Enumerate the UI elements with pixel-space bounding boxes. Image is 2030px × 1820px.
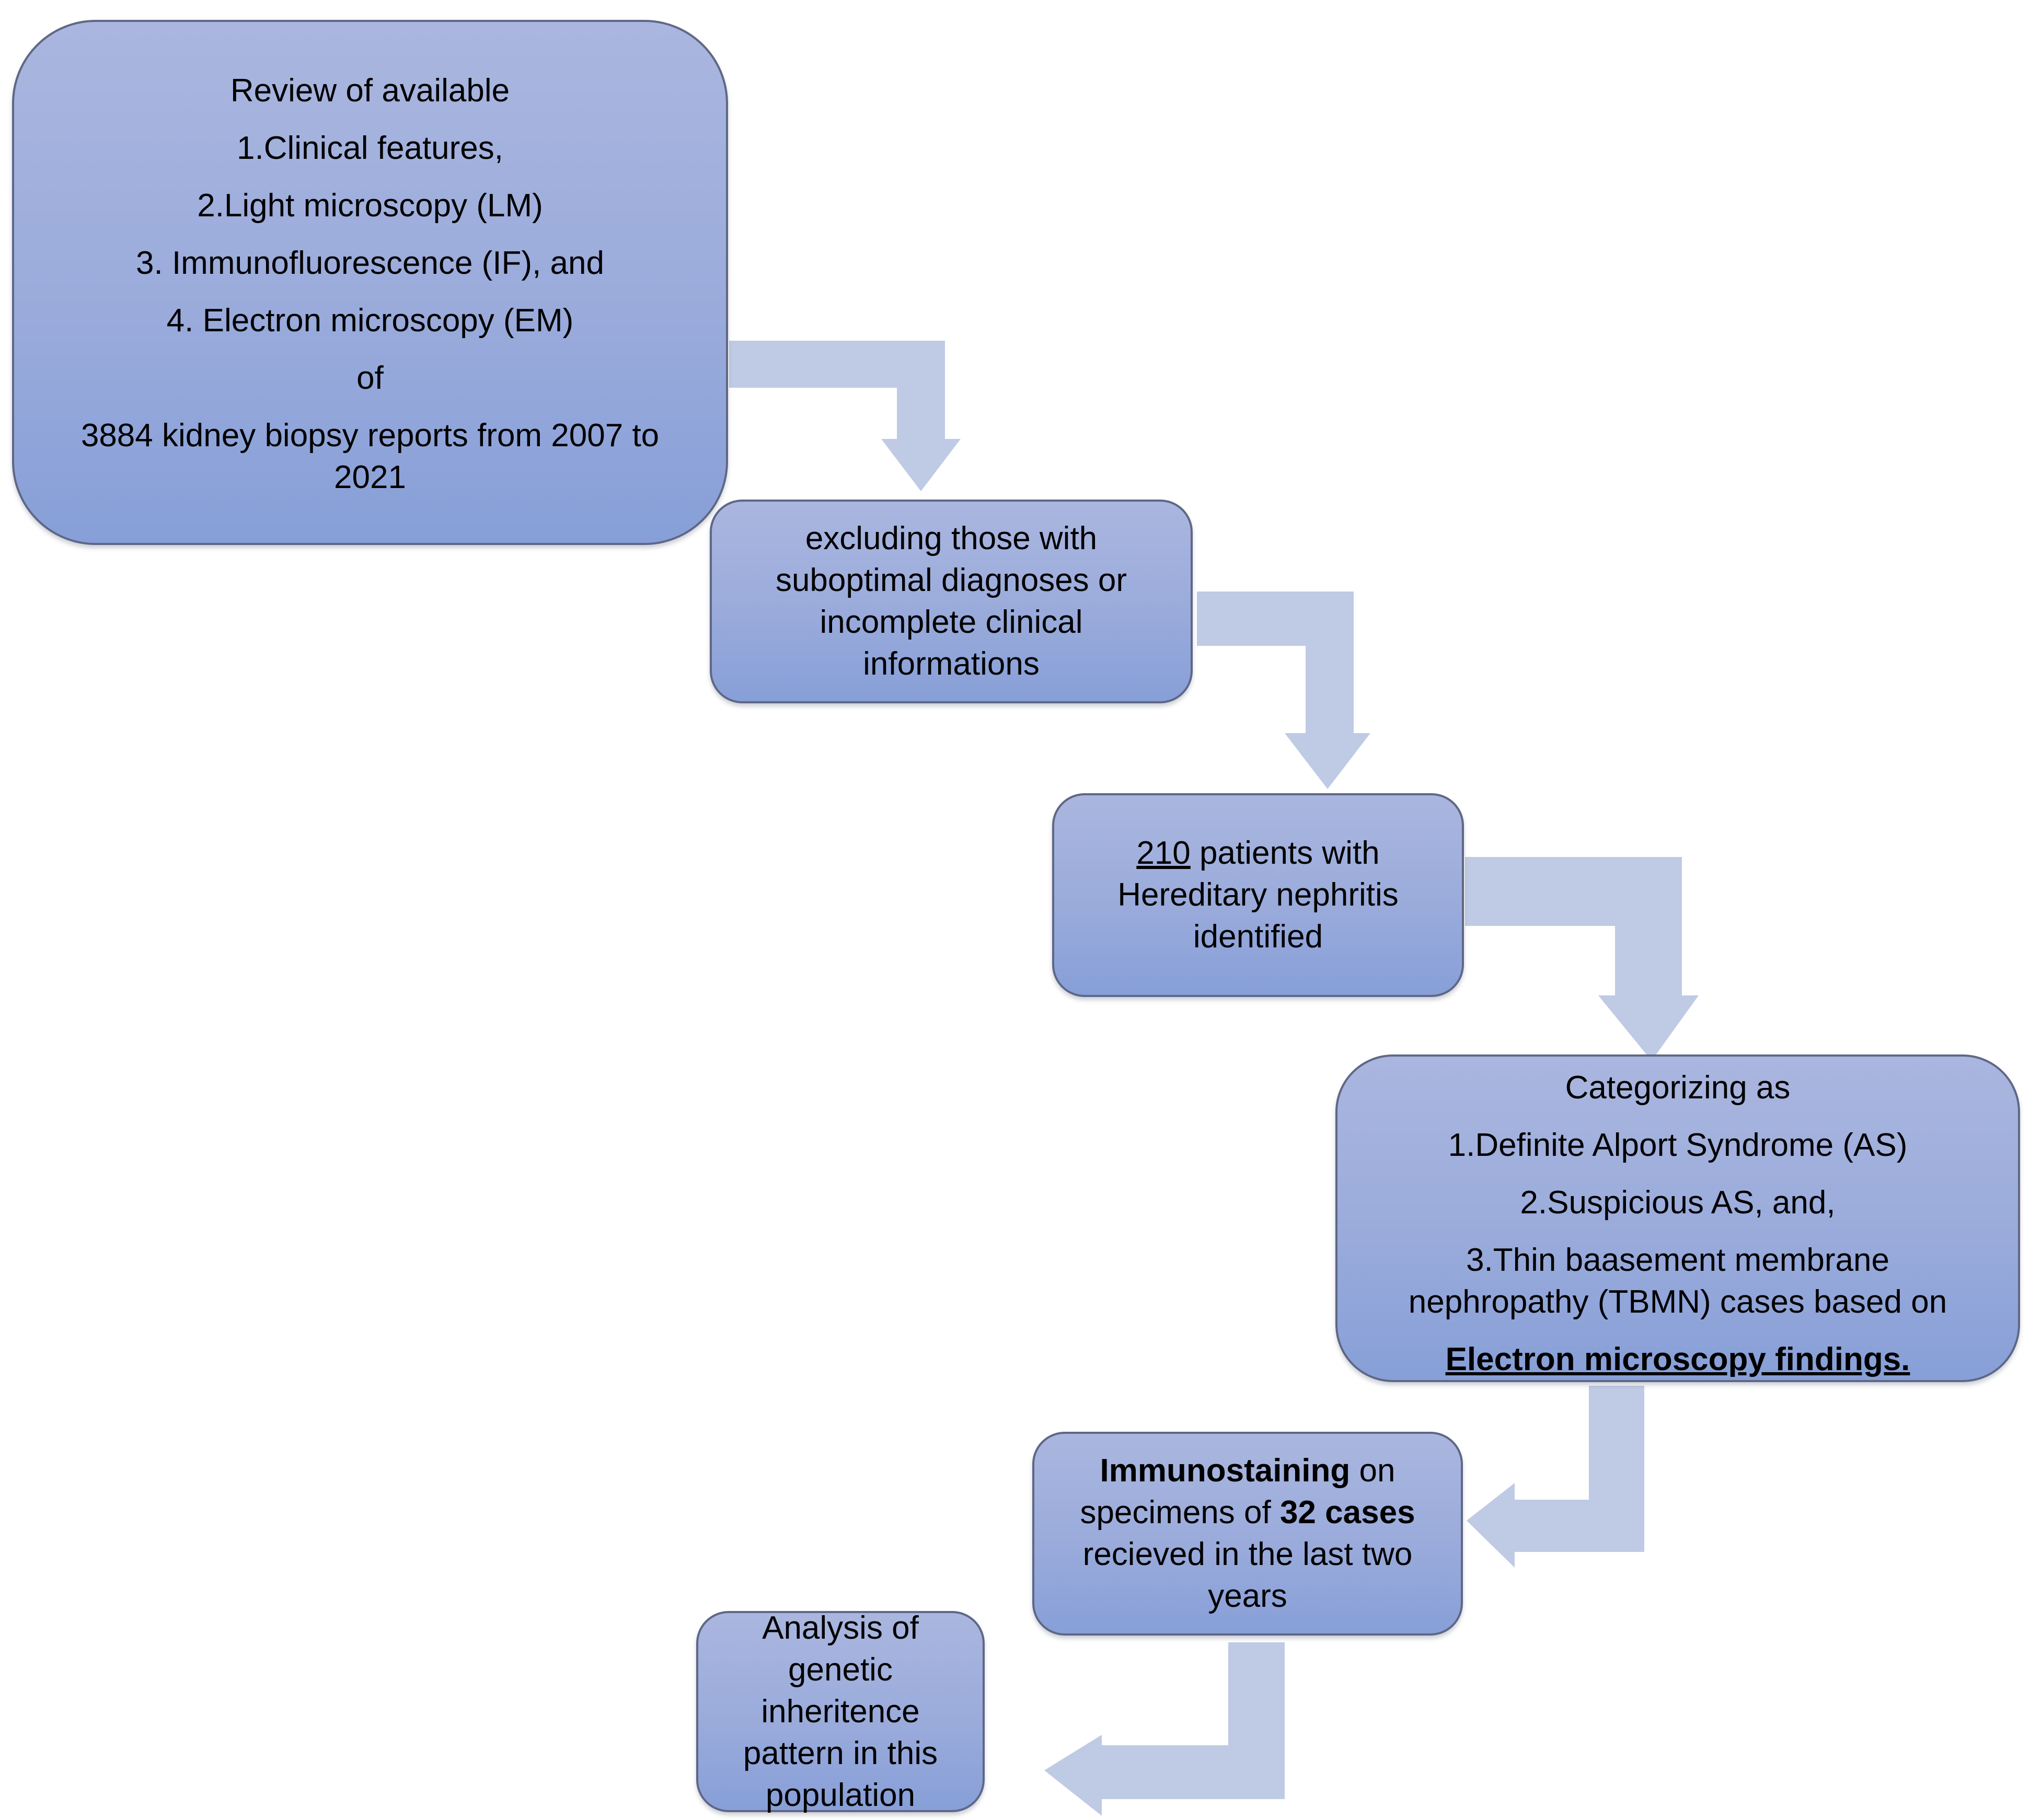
immunostaining-line-1-rest: on	[1350, 1453, 1395, 1489]
identified-line-3: identified	[1193, 919, 1323, 955]
categorizing-basis: Electron microscopy findings.	[1445, 1341, 1910, 1377]
immunostaining-bold: Immunostaining	[1100, 1453, 1351, 1489]
analysis-line-5: population	[765, 1777, 916, 1813]
review-reports-line-b: 2021	[334, 459, 406, 495]
immunostaining-line-3: recieved in the last two	[1082, 1536, 1413, 1572]
review-box: Review of available 1.Clinical features,…	[12, 20, 728, 545]
excluding-box: excluding those with suboptimal diagnose…	[710, 500, 1193, 703]
category-definite-as: 1.Definite Alport Syndrome (AS)	[1448, 1127, 1908, 1163]
immunostaining-box: Immunostaining on specimens of 32 cases …	[1032, 1432, 1463, 1636]
category-suspicious-as: 2.Suspicious AS, and,	[1520, 1185, 1836, 1221]
excluding-line-1: excluding those with	[805, 520, 1098, 557]
identified-line-2: Hereditary nephritis	[1117, 877, 1399, 913]
arrow-excluding-to-210	[1197, 592, 1370, 789]
arrow-immunostaining-to-analysis	[1044, 1642, 1285, 1816]
patient-count: 210	[1136, 835, 1191, 871]
excluding-line-2: suboptimal diagnoses or	[775, 562, 1127, 598]
analysis-line-3: inheritence	[761, 1693, 920, 1730]
analysis-line-1: Analysis of	[762, 1609, 919, 1646]
arrow-210-to-categorizing	[1465, 857, 1699, 1061]
identified-line-1: 210 patients with	[1136, 832, 1379, 874]
review-title: Review of available	[230, 73, 510, 109]
review-item-electron-microscopy: 4. Electron microscopy (EM)	[166, 303, 574, 339]
immunostaining-line-1: Immunostaining on	[1100, 1450, 1395, 1492]
category-tbmn-line-a: 3.Thin baasement membrane	[1466, 1242, 1889, 1278]
analysis-box: Analysis of genetic inheritence pattern …	[696, 1610, 985, 1813]
categorizing-box: Categorizing as 1.Definite Alport Syndro…	[1335, 1054, 2020, 1382]
arrow-categorizing-to-immunostaining	[1467, 1386, 1644, 1568]
immunostaining-line-2: specimens of 32 cases	[1080, 1492, 1415, 1534]
analysis-line-2: genetic	[788, 1651, 893, 1688]
identified-line-1-rest: patients with	[1190, 835, 1380, 871]
excluding-line-3: incomplete clinical	[820, 604, 1083, 640]
case-count: 32 cases	[1279, 1494, 1415, 1531]
analysis-line-4: pattern in this	[743, 1735, 938, 1771]
immunostaining-line-4: years	[1208, 1578, 1287, 1614]
immunostaining-line-2-pre: specimens of	[1080, 1494, 1280, 1531]
identified-box: 210 patients with Hereditary nephritis i…	[1052, 793, 1464, 997]
categorizing-title: Categorizing as	[1565, 1070, 1791, 1106]
review-reports-line-a: 3884 kidney biopsy reports from 2007 to	[80, 418, 660, 454]
review-item-clinical: 1.Clinical features,	[236, 130, 504, 166]
review-of: of	[356, 360, 384, 396]
arrow-review-to-excluding	[729, 341, 961, 491]
review-item-light-microscopy: 2.Light microscopy (LM)	[197, 188, 543, 224]
category-tbmn-line-b: nephropathy (TBMN) cases based on	[1408, 1284, 1947, 1320]
excluding-line-4: informations	[863, 646, 1040, 682]
review-item-immunofluorescence: 3. Immunofluorescence (IF), and	[136, 245, 604, 281]
